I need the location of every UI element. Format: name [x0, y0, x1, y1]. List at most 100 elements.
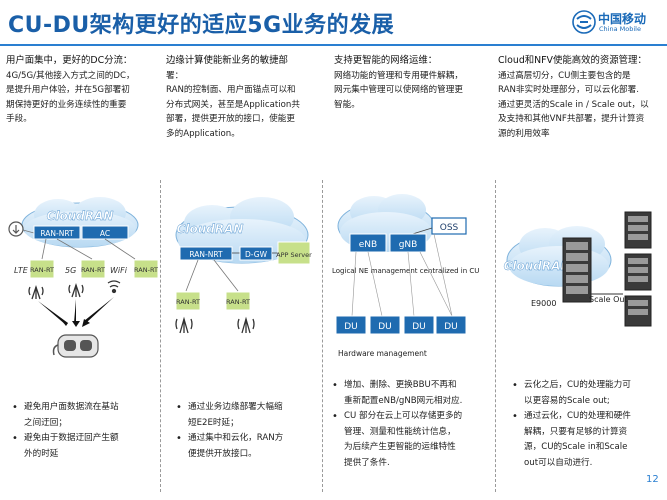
bullet-line: 云化之后，CU的处理能力可: [524, 380, 631, 390]
column-3-text: 支持更智能的网络运维： 网络功能的管理和专用硬件解耦， 网元集中管理可以使网络的…: [334, 54, 498, 112]
column-2-heading: 边缘计算使能新业务的敏捷部: [166, 55, 288, 66]
bullet-item: CU 部分在云上可以存储更多的 管理、测量和性能统计信息， 为后续产生更智能的运…: [330, 409, 494, 471]
page-title: CU-DU架构更好的适应5G业务的发展: [8, 13, 395, 38]
du-box: [435, 315, 467, 335]
column-4-line: 通过高层切分，CU侧主要包含的是: [498, 70, 631, 81]
bullet-line: 源，CU的Scale in和Scale: [524, 442, 628, 452]
column-4-line: 源的利用效率: [498, 128, 550, 139]
antenna-icon: [28, 284, 44, 300]
column-1-heading: 用户面集中，更好的DC分流：: [6, 55, 133, 66]
column-1-line: 期保持更好的业务连续性的重要: [6, 99, 127, 110]
column-1-bullets: 避免用户面数据流在基站 之间迂回； 避免由于数据迂回产生额 外的时延: [10, 400, 158, 462]
d-gw-label: D-GW: [245, 250, 268, 259]
oss-label: OSS: [440, 223, 459, 233]
bullet-line: 之间迂回；: [24, 417, 67, 428]
app-server-label: APP Server: [276, 251, 312, 259]
bullet-item: 避免由于数据迂回产生额 外的时延: [10, 431, 158, 462]
ran-rt-box: [175, 291, 201, 311]
bullet-item: 云化之后，CU的处理能力可 以更容易的Scale out;: [510, 378, 650, 409]
link-line: [433, 233, 453, 317]
du-box: [335, 315, 367, 335]
d-gw-box: [239, 246, 273, 261]
column-divider: [160, 180, 161, 492]
bullet-line: out可以自动进行.: [524, 457, 593, 468]
bullet-line: 便提供开放接口。: [188, 448, 257, 459]
column-divider: [495, 180, 496, 492]
du-label: DU: [344, 322, 358, 332]
bullet-line: 通过云化，CU的处理和硬件: [524, 411, 631, 421]
link-line: [213, 259, 239, 292]
column-3-line: 网络功能的管理和专用硬件解耦，: [334, 70, 463, 81]
bullet-line: 解耦，只要有足够的计算资: [524, 426, 628, 437]
bullet-line: 外的时延: [24, 448, 59, 459]
logo-name-cn: 中国移动: [598, 12, 647, 26]
arrow-icon: [38, 297, 114, 327]
column-2-line: 分布式网关，甚至是Application共: [166, 99, 300, 110]
column-4-line: 通过更灵活的Scale in / Scale out，以: [498, 99, 649, 110]
column-4-heading: Cloud和NFV使能高效的资源管理：: [498, 55, 647, 66]
gnb-label: gNB: [399, 240, 418, 250]
bullet-item: 通过云化，CU的处理和硬件 解耦，只要有足够的计算资 源，CU的Scale in…: [510, 409, 650, 471]
ran-rt-box: [225, 291, 251, 311]
column-3-line: 网元集中管理可以使网络的管理更: [334, 85, 463, 95]
core-link-line: [22, 229, 35, 234]
cloudran-label: CloudRAN: [177, 222, 244, 236]
logical-ne-caption: Logical NE management centralized in CU: [332, 267, 479, 275]
cloudran-label: CloudRAN: [47, 209, 114, 223]
bullet-line: 增加、删除、更换BBU不再和: [344, 380, 457, 390]
cloud-shape: [506, 226, 612, 287]
core-node-arrow-icon: [12, 225, 20, 234]
diagram-cloud-nfv: CloudRAN E9000 Scale Out: [503, 211, 652, 327]
server-rack-icon: [624, 211, 652, 249]
column-1-line: 手段。: [6, 114, 32, 124]
title-underline: [0, 44, 667, 46]
du-label: DU: [444, 322, 458, 332]
link-line: [419, 251, 453, 317]
diagram-dc-split: CloudRAN RAN-NRT AC LTE 5G WiFi RAN-RT R…: [8, 197, 159, 358]
page-number: 12: [646, 474, 659, 485]
column-2-line: 署：: [166, 70, 184, 81]
column-2-line: 部署，提供更开放的接口，使能更: [166, 114, 295, 124]
bullet-line: 管理、测量和性能统计信息，: [344, 426, 456, 437]
logo-name-en: China Mobile: [599, 25, 641, 33]
access-wifi-label: WiFi: [110, 266, 128, 275]
link-line: [351, 251, 357, 317]
link-line: [56, 238, 93, 260]
column-2-text: 边缘计算使能新业务的敏捷部 署： RAN的控制面、用户面锚点可以和 分布式网关，…: [166, 54, 324, 141]
scale-out-label: Scale Out: [589, 295, 628, 304]
china-mobile-logo: 中国移动 China Mobile: [572, 8, 664, 38]
column-4-line: RAN非实时处理部分，可以云化部署.: [498, 85, 639, 95]
bullet-item: 通过业务边缘部署大幅缩 短E2E时延；: [174, 400, 320, 431]
access-5g-label: 5G: [65, 266, 76, 275]
du-label: DU: [378, 322, 392, 332]
server-rack-icon: [562, 237, 592, 303]
link-line: [104, 238, 136, 260]
ran-rt-box: [29, 259, 55, 279]
bullet-line: 短E2E时延；: [188, 417, 239, 428]
title-bar: CU-DU架构更好的适应5G业务的发展 中国移动 China Mobile: [0, 0, 667, 46]
china-mobile-logo-icon: [572, 10, 596, 34]
link-line: [407, 251, 415, 317]
antenna-icon: [237, 316, 255, 334]
column-1-line: 4G/5G/其他接入方式之间的DC，: [6, 70, 135, 81]
column-3-bullets: 增加、删除、更换BBU不再和 重新配置eNB/gNB网元相对应. CU 部分在云…: [330, 378, 494, 471]
wifi-icon: [107, 280, 121, 294]
link-line: [185, 259, 199, 292]
bullet-line: 避免由于数据迂回产生额: [24, 433, 119, 443]
e9000-label: E9000: [531, 299, 556, 308]
bullet-line: CU 部分在云上可以存储更多的: [344, 411, 463, 421]
column-4-bullets: 云化之后，CU的处理能力可 以更容易的Scale out; 通过云化，CU的处理…: [510, 378, 650, 471]
ran-rt-label: RAN-RT: [81, 266, 105, 274]
ran-nrt-label: RAN-NRT: [189, 250, 223, 259]
bullet-line: 避免用户面数据流在基站: [24, 402, 119, 412]
bullet-line: 重新配置eNB/gNB网元相对应.: [344, 395, 463, 406]
server-rack-icon: [624, 253, 652, 291]
column-3-line: 智能。: [334, 99, 360, 110]
column-4-line: 及支持和其他VNF共部署，提升计算资: [498, 114, 645, 124]
ac-label: AC: [100, 229, 110, 238]
bullet-item: 增加、删除、更换BBU不再和 重新配置eNB/gNB网元相对应.: [330, 378, 494, 409]
du-box: [403, 315, 435, 335]
ran-rt-box: [80, 259, 106, 279]
column-2-bullets: 通过业务边缘部署大幅缩 短E2E时延； 通过集中和云化，RAN方 便提供开放接口…: [174, 400, 320, 462]
bullet-line: 通过集中和云化，RAN方: [188, 433, 284, 443]
